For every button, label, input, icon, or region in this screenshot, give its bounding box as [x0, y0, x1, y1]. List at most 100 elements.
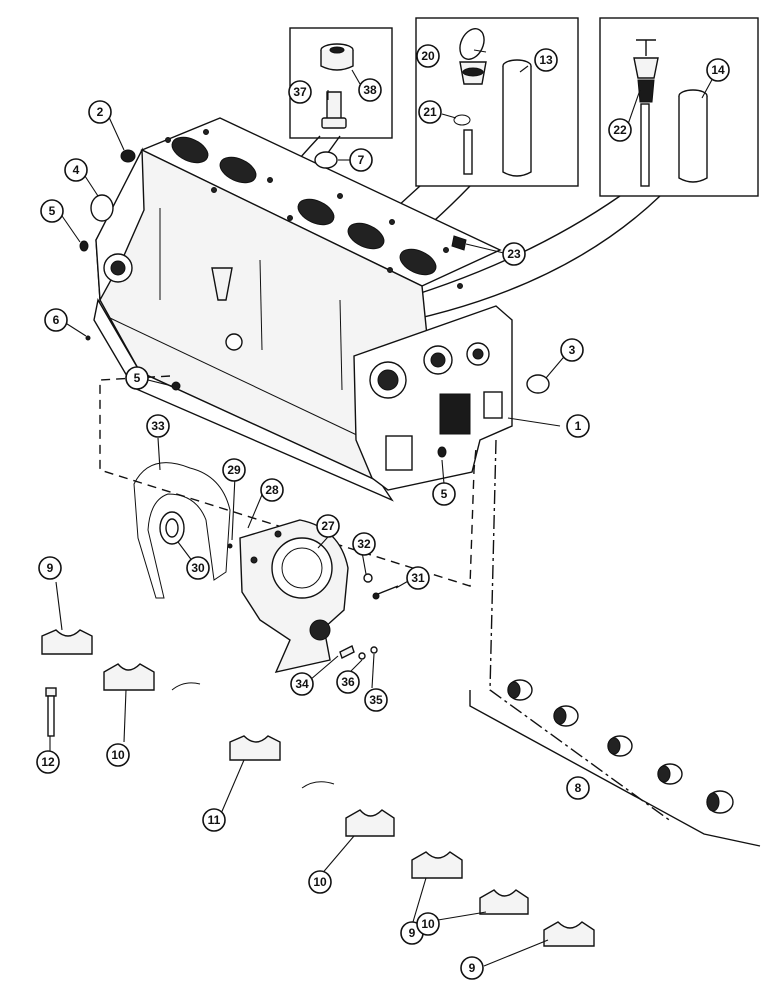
callout-circle [364, 688, 388, 712]
callout-c5b: 5 [125, 366, 149, 390]
callout-label: 10 [111, 748, 125, 762]
callout-circle [502, 242, 526, 266]
callout-c5c: 5 [432, 482, 456, 506]
callout-label: 34 [295, 677, 309, 691]
inset-dipstick-short [415, 17, 579, 187]
callout-c28: 28 [260, 478, 284, 502]
callout-c6: 6 [44, 308, 68, 332]
inset-oil-filler-plug [289, 27, 393, 139]
callout-c30: 30 [186, 556, 210, 580]
callout-circle [608, 118, 632, 142]
callout-circle [64, 158, 88, 182]
callout-label: 36 [341, 675, 355, 689]
callout-label: 9 [469, 961, 476, 975]
callout-layer: 1234555678999101010111213142021222327282… [36, 44, 730, 980]
callout-label: 9 [47, 561, 54, 575]
callout-circle [288, 80, 312, 104]
cam-bearings [507, 679, 734, 814]
callout-label: 6 [53, 313, 60, 327]
callout-label: 8 [575, 781, 582, 795]
callout-label: 7 [358, 153, 365, 167]
callout-c36: 36 [336, 670, 360, 694]
callout-c2: 2 [88, 100, 112, 124]
engine-block [93, 117, 513, 502]
callout-label: 1 [575, 419, 582, 433]
callout-c35: 35 [364, 688, 388, 712]
callout-c23: 23 [502, 242, 526, 266]
callout-c5a: 5 [40, 199, 64, 223]
callout-label: 33 [151, 419, 165, 433]
callout-label: 29 [227, 463, 241, 477]
callout-c10b: 10 [308, 870, 332, 894]
callout-circle [44, 308, 68, 332]
phantom-line-cam-bearings [489, 439, 673, 823]
callout-c9a: 9 [38, 556, 62, 580]
callout-c14: 14 [706, 58, 730, 82]
callout-c31: 31 [406, 566, 430, 590]
callout-label: 5 [441, 487, 448, 501]
callout-circle [706, 58, 730, 82]
callout-label: 2 [97, 105, 104, 119]
callout-label: 13 [539, 53, 553, 67]
callout-label: 5 [49, 204, 56, 218]
callout-c22: 22 [608, 118, 632, 142]
callout-label: 11 [208, 813, 221, 827]
callout-circle [260, 478, 284, 502]
callout-c34: 34 [290, 672, 314, 696]
callout-label: 3 [569, 343, 576, 357]
callout-circle [308, 870, 332, 894]
callout-label: 14 [711, 63, 725, 77]
callout-circle [432, 482, 456, 506]
callout-c13: 13 [534, 48, 558, 72]
callout-label: 9 [409, 926, 416, 940]
callout-label: 12 [41, 755, 55, 769]
callout-c10a: 10 [106, 743, 130, 767]
callout-c1: 1 [566, 414, 590, 438]
callout-circle [125, 366, 149, 390]
callout-label: 30 [191, 561, 205, 575]
callout-circle [416, 44, 440, 68]
callout-label: 22 [613, 123, 627, 137]
callout-circle [460, 956, 484, 980]
callout-circle [416, 912, 440, 936]
callout-c11: 11 [202, 808, 226, 832]
callout-circle [406, 566, 430, 590]
timing-gear-cover-group [133, 462, 399, 673]
callout-label: 32 [357, 537, 371, 551]
callout-label: 4 [73, 163, 80, 177]
callout-c8: 8 [566, 776, 590, 800]
callout-circle [358, 78, 382, 102]
callout-circle [38, 556, 62, 580]
callout-label: 35 [369, 693, 383, 707]
callout-c4: 4 [64, 158, 88, 182]
callout-label: 10 [421, 917, 435, 931]
callout-c38: 38 [358, 78, 382, 102]
callout-label: 31 [411, 571, 425, 585]
callout-label: 27 [321, 519, 335, 533]
callout-label: 23 [507, 247, 521, 261]
callout-circle [418, 100, 442, 124]
callout-circle [336, 670, 360, 694]
callout-c3: 3 [560, 338, 584, 362]
callout-c37: 37 [288, 80, 312, 104]
callout-circle [146, 414, 170, 438]
callout-c9c: 9 [460, 956, 484, 980]
callout-label: 20 [421, 49, 435, 63]
callout-circle [560, 338, 584, 362]
callout-circle [534, 48, 558, 72]
callout-label: 28 [265, 483, 279, 497]
callout-c10c: 10 [416, 912, 440, 936]
callout-c7: 7 [349, 148, 373, 172]
callout-label: 38 [363, 83, 377, 97]
callout-circle [222, 458, 246, 482]
inset-dipstick-long [599, 17, 759, 197]
callout-c12: 12 [36, 750, 60, 774]
callout-circle [202, 808, 226, 832]
leader-lines [49, 49, 715, 967]
callout-circle [40, 199, 64, 223]
callout-circle [106, 743, 130, 767]
callout-c27: 27 [316, 514, 340, 538]
callout-circle [186, 556, 210, 580]
